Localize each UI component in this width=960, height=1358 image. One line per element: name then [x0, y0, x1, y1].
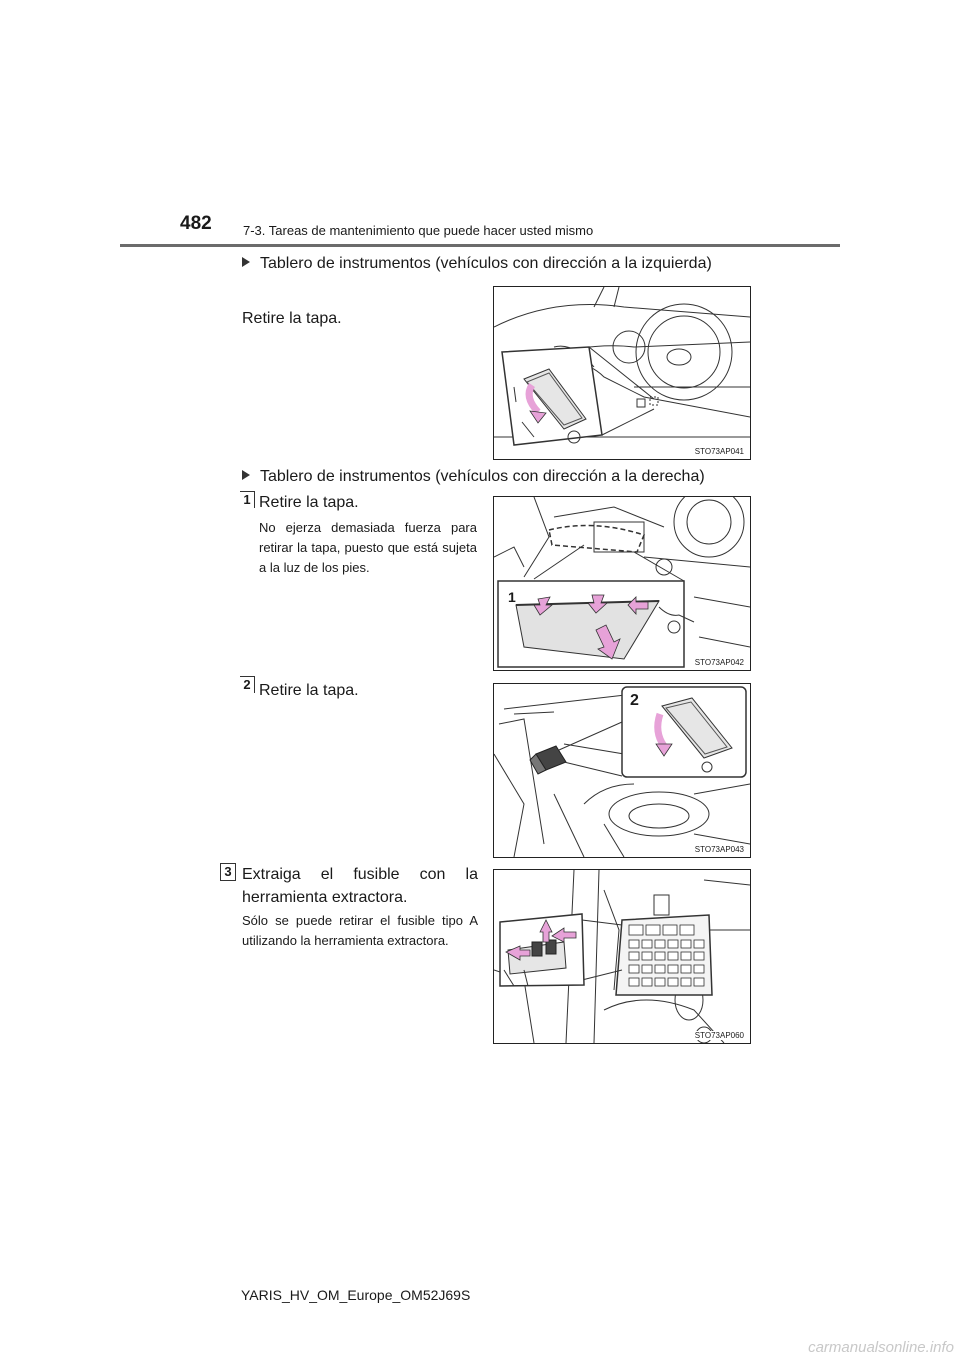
figure-callout-2: 2	[630, 692, 639, 709]
watermark: carmanualsonline.info	[808, 1339, 954, 1356]
step-number-1: 1	[240, 491, 255, 508]
footwell-cover-illustration	[494, 497, 750, 668]
bullet-triangle-icon	[242, 470, 250, 480]
document-id: YARIS_HV_OM_Europe_OM52J69S	[241, 1287, 471, 1303]
rhd-heading: Tablero de instrumentos (vehículos con d…	[242, 468, 705, 486]
lhd-instruction: Retire la tapa.	[242, 310, 342, 327]
rhd-heading-text: Tablero de instrumentos (vehículos con d…	[260, 468, 705, 485]
fuse-box-illustration	[494, 870, 750, 1043]
section-title: 7-3. Tareas de mantenimiento que puede h…	[243, 223, 594, 238]
fuse-cover-illustration	[494, 686, 750, 857]
dashboard-illustration	[494, 287, 750, 446]
figure-callout-1: 1	[508, 589, 516, 605]
figure-code: STO73AP060	[692, 1031, 746, 1040]
step-number-3: 3	[220, 863, 236, 881]
lhd-heading: Tablero de instrumentos (vehículos con d…	[242, 255, 712, 273]
figure-rhd-step1: 1 STO73AP042	[493, 496, 751, 671]
figure-code: STO73AP042	[692, 658, 746, 667]
step1-note: No ejerza demasiada fuerza para retirar …	[259, 520, 477, 575]
step3-instruction: Extraiga el fusible con la herramienta e…	[242, 866, 478, 906]
figure-code: STO73AP043	[692, 845, 746, 854]
bullet-triangle-icon	[242, 257, 250, 267]
header-rule	[120, 244, 840, 247]
step-number-2: 2	[240, 676, 255, 693]
figure-lhd-dashboard: STO73AP041	[493, 286, 751, 460]
step2-instruction: Retire la tapa.	[259, 682, 359, 699]
step1-instruction: Retire la tapa.	[259, 494, 359, 511]
step3-note: Sólo se puede retirar el fusible tipo A …	[242, 913, 478, 948]
figure-fuse-extraction: STO73AP060	[493, 869, 751, 1044]
lhd-heading-text: Tablero de instrumentos (vehículos con d…	[260, 255, 712, 272]
page-number: 482	[180, 213, 212, 234]
figure-code: STO73AP041	[692, 447, 746, 456]
figure-rhd-step2: 2 STO73AP043	[493, 683, 751, 858]
